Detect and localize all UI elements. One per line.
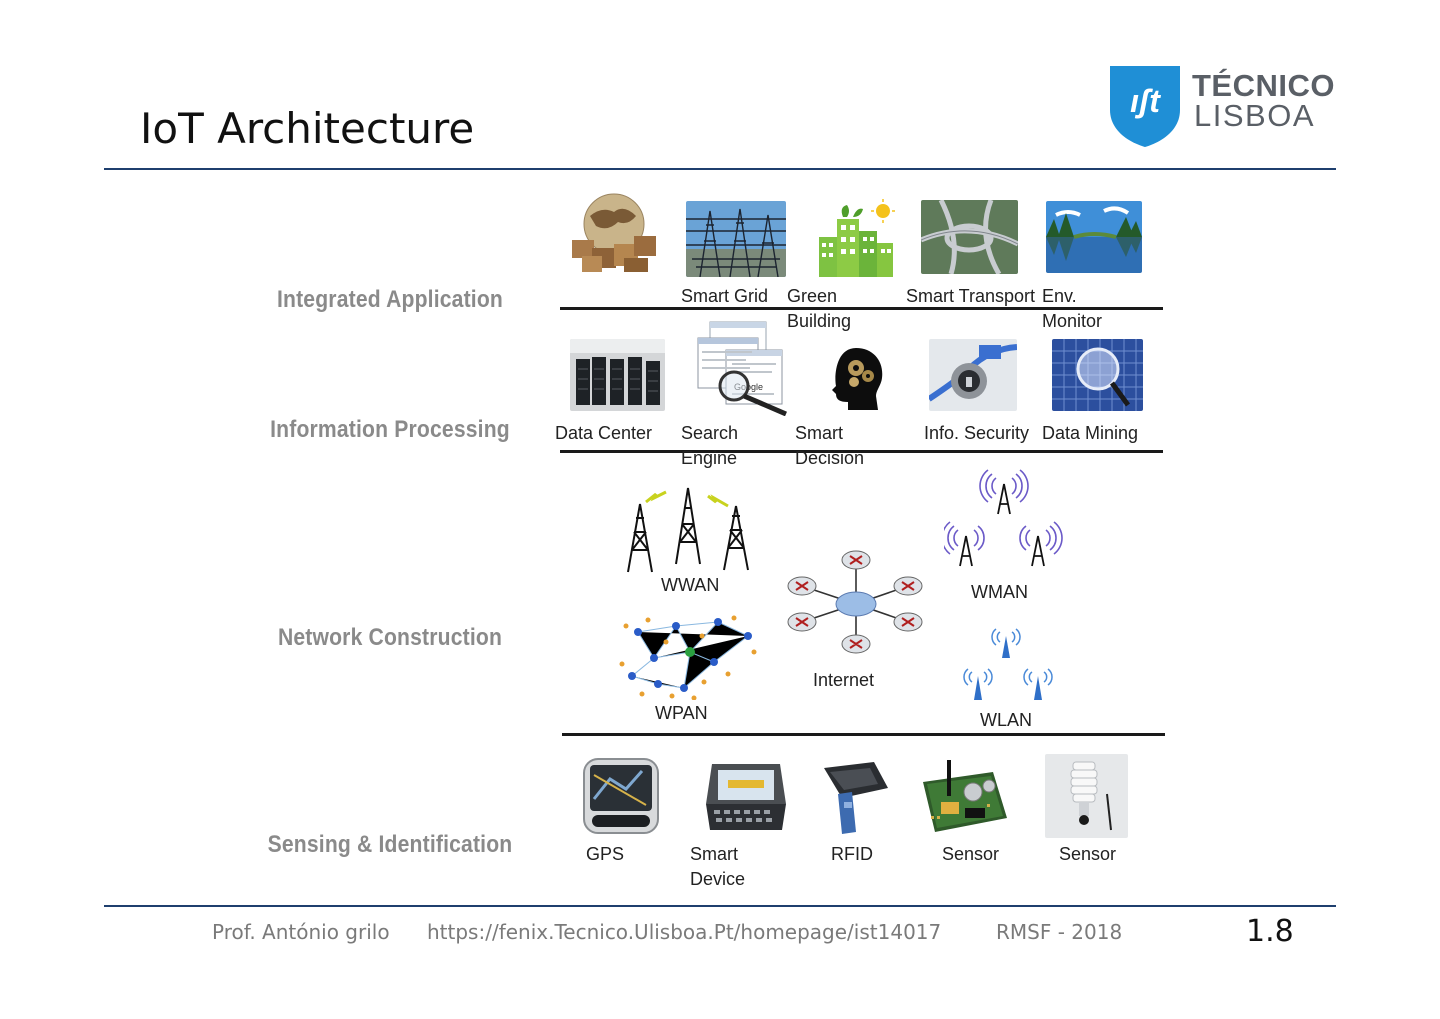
caption-search-line-1: Search [681, 423, 739, 443]
caption-smart-device: Smart Device [690, 842, 745, 892]
layer-label-network-construction: Network Construction [277, 624, 503, 651]
caption-search-engine: Search Engine [681, 421, 738, 471]
lock-cable-icon [929, 339, 1017, 411]
caption-wpan: WPAN [655, 703, 708, 723]
caption-green-line-2: Building [787, 311, 852, 331]
caption-data-mining: Data Mining [1042, 423, 1139, 443]
highway-interchange-icon [921, 200, 1018, 274]
ist-shield-icon: ıʃt [1110, 66, 1180, 147]
slide-title: IoT Architecture [140, 104, 475, 153]
caption-sensor-board: Sensor [942, 844, 1000, 864]
caption-device-line-1: Smart [690, 844, 739, 864]
router-star-icon [787, 550, 923, 654]
caption-wlan: WLAN [980, 710, 1033, 730]
globe-packages-icon [572, 193, 656, 272]
cell-towers-icon [627, 487, 749, 573]
layer-separator [562, 733, 1165, 736]
search-pages-icon: Google [697, 321, 787, 416]
layer-label-sensing-identification: Sensing & Identification [267, 831, 513, 858]
mesh-network-icon [619, 615, 757, 700]
layer-label-integrated-application: Integrated Application [276, 286, 504, 313]
power-grid-icon [686, 201, 786, 277]
caption-internet: Internet [813, 670, 875, 690]
caption-green-line-1: Green [787, 286, 838, 306]
caption-wman: WMAN [971, 582, 1028, 602]
layer-separator [560, 450, 1163, 453]
layer-separator [560, 307, 1163, 310]
footer-course: RMSF - 2018 [996, 920, 1123, 944]
caption-rfid: RFID [831, 844, 873, 864]
footer-rule [104, 905, 1336, 907]
caption-data-center: Data Center [555, 423, 653, 443]
rfid-reader-icon [824, 762, 888, 834]
caption-smart-decision: Smart Decision [795, 421, 864, 471]
caption-info-security: Info. Security [924, 423, 1030, 443]
caption-env-line-1: Env. [1042, 286, 1077, 306]
sensor-probe-icon [1045, 754, 1128, 838]
svg-text:ıʃt: ıʃt [1130, 83, 1161, 119]
header-rule [104, 168, 1336, 170]
server-racks-icon [570, 339, 665, 411]
handheld-device-icon [706, 764, 786, 830]
caption-sensor-probe: Sensor [1059, 844, 1117, 864]
footer-author: Prof. António grilo [212, 920, 390, 944]
wimax-towers-icon [944, 469, 1063, 567]
tecnico-lisboa-logo: ıʃt TÉCNICO LISBOA [1108, 64, 1335, 150]
gps-unit-icon [583, 758, 659, 834]
router-icon [787, 550, 923, 654]
caption-decision-line-2: Decision [795, 448, 865, 468]
wifi-antennas-icon [963, 628, 1053, 700]
caption-search-line-2: Engine [681, 448, 738, 468]
caption-smart-grid: Smart Grid [681, 286, 769, 306]
layer-label-information-processing: Information Processing [270, 416, 510, 443]
caption-green-building: Green Building [787, 284, 851, 334]
caption-gps: GPS [586, 844, 625, 864]
caption-decision-line-1: Smart [795, 423, 844, 443]
logo-name: TÉCNICO [1192, 68, 1335, 103]
head-gears-icon [832, 348, 883, 410]
green-building-icon [813, 197, 899, 279]
caption-smart-transport: Smart Transport [906, 286, 1036, 306]
footer-url[interactable]: https://fenix.Tecnico.Ulisboa.Pt/homepag… [427, 920, 942, 944]
logo-sub: LISBOA [1194, 98, 1315, 133]
caption-device-line-2: Device [690, 869, 746, 889]
caption-wwan: WWAN [661, 575, 720, 595]
magnifier-grid-icon [1052, 339, 1143, 411]
sensor-board-icon [923, 760, 1007, 832]
caption-env-monitor: Env. Monitor [1042, 284, 1102, 334]
page-number: 1.8 [1246, 914, 1294, 949]
caption-env-line-2: Monitor [1042, 311, 1103, 331]
lake-landscape-icon [1046, 201, 1142, 273]
